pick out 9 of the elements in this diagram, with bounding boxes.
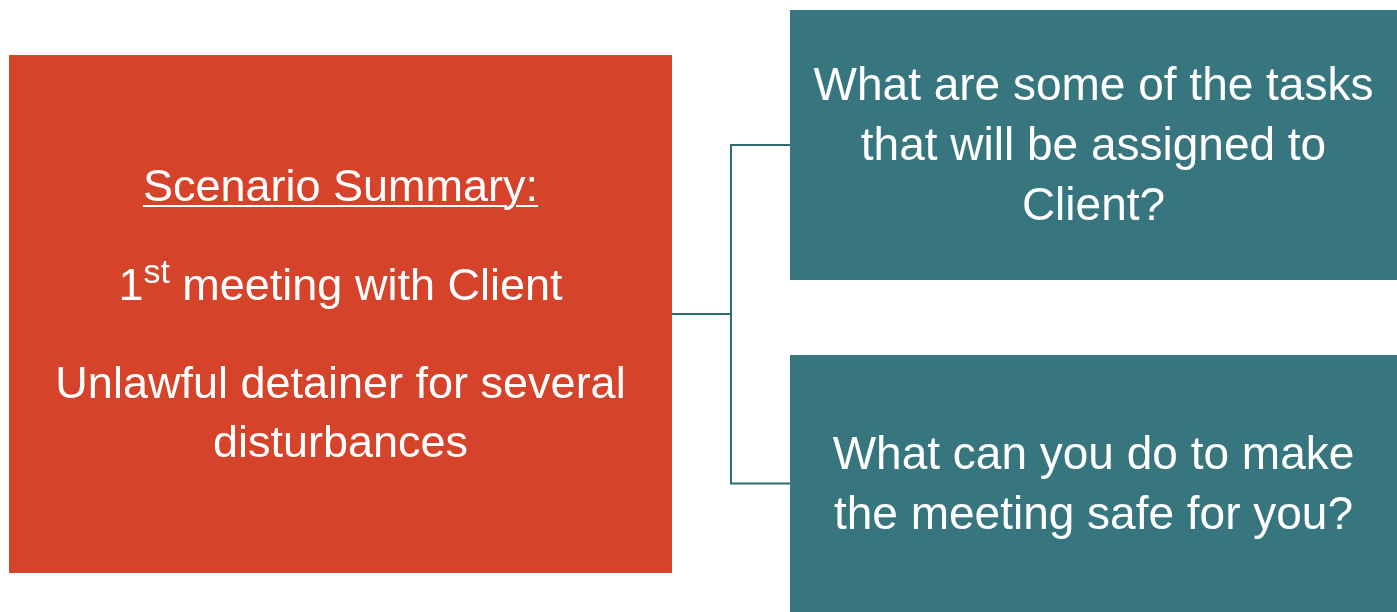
body-text: Unlawful detainer for several disturbances	[54, 356, 627, 469]
question-box	[790, 355, 1397, 612]
body-text: 1$^{st}$ meeting with Client	[118, 255, 563, 312]
connector-line	[671, 313, 791, 485]
summary-box	[9, 55, 672, 573]
body-text: What are some of the tasks that will be assigned to Client?	[812, 57, 1375, 232]
heading-text: Scenario Summary:	[142, 159, 539, 213]
body-text: What can you do to make the meeting safe for you?	[831, 425, 1356, 541]
question-box	[790, 10, 1397, 280]
